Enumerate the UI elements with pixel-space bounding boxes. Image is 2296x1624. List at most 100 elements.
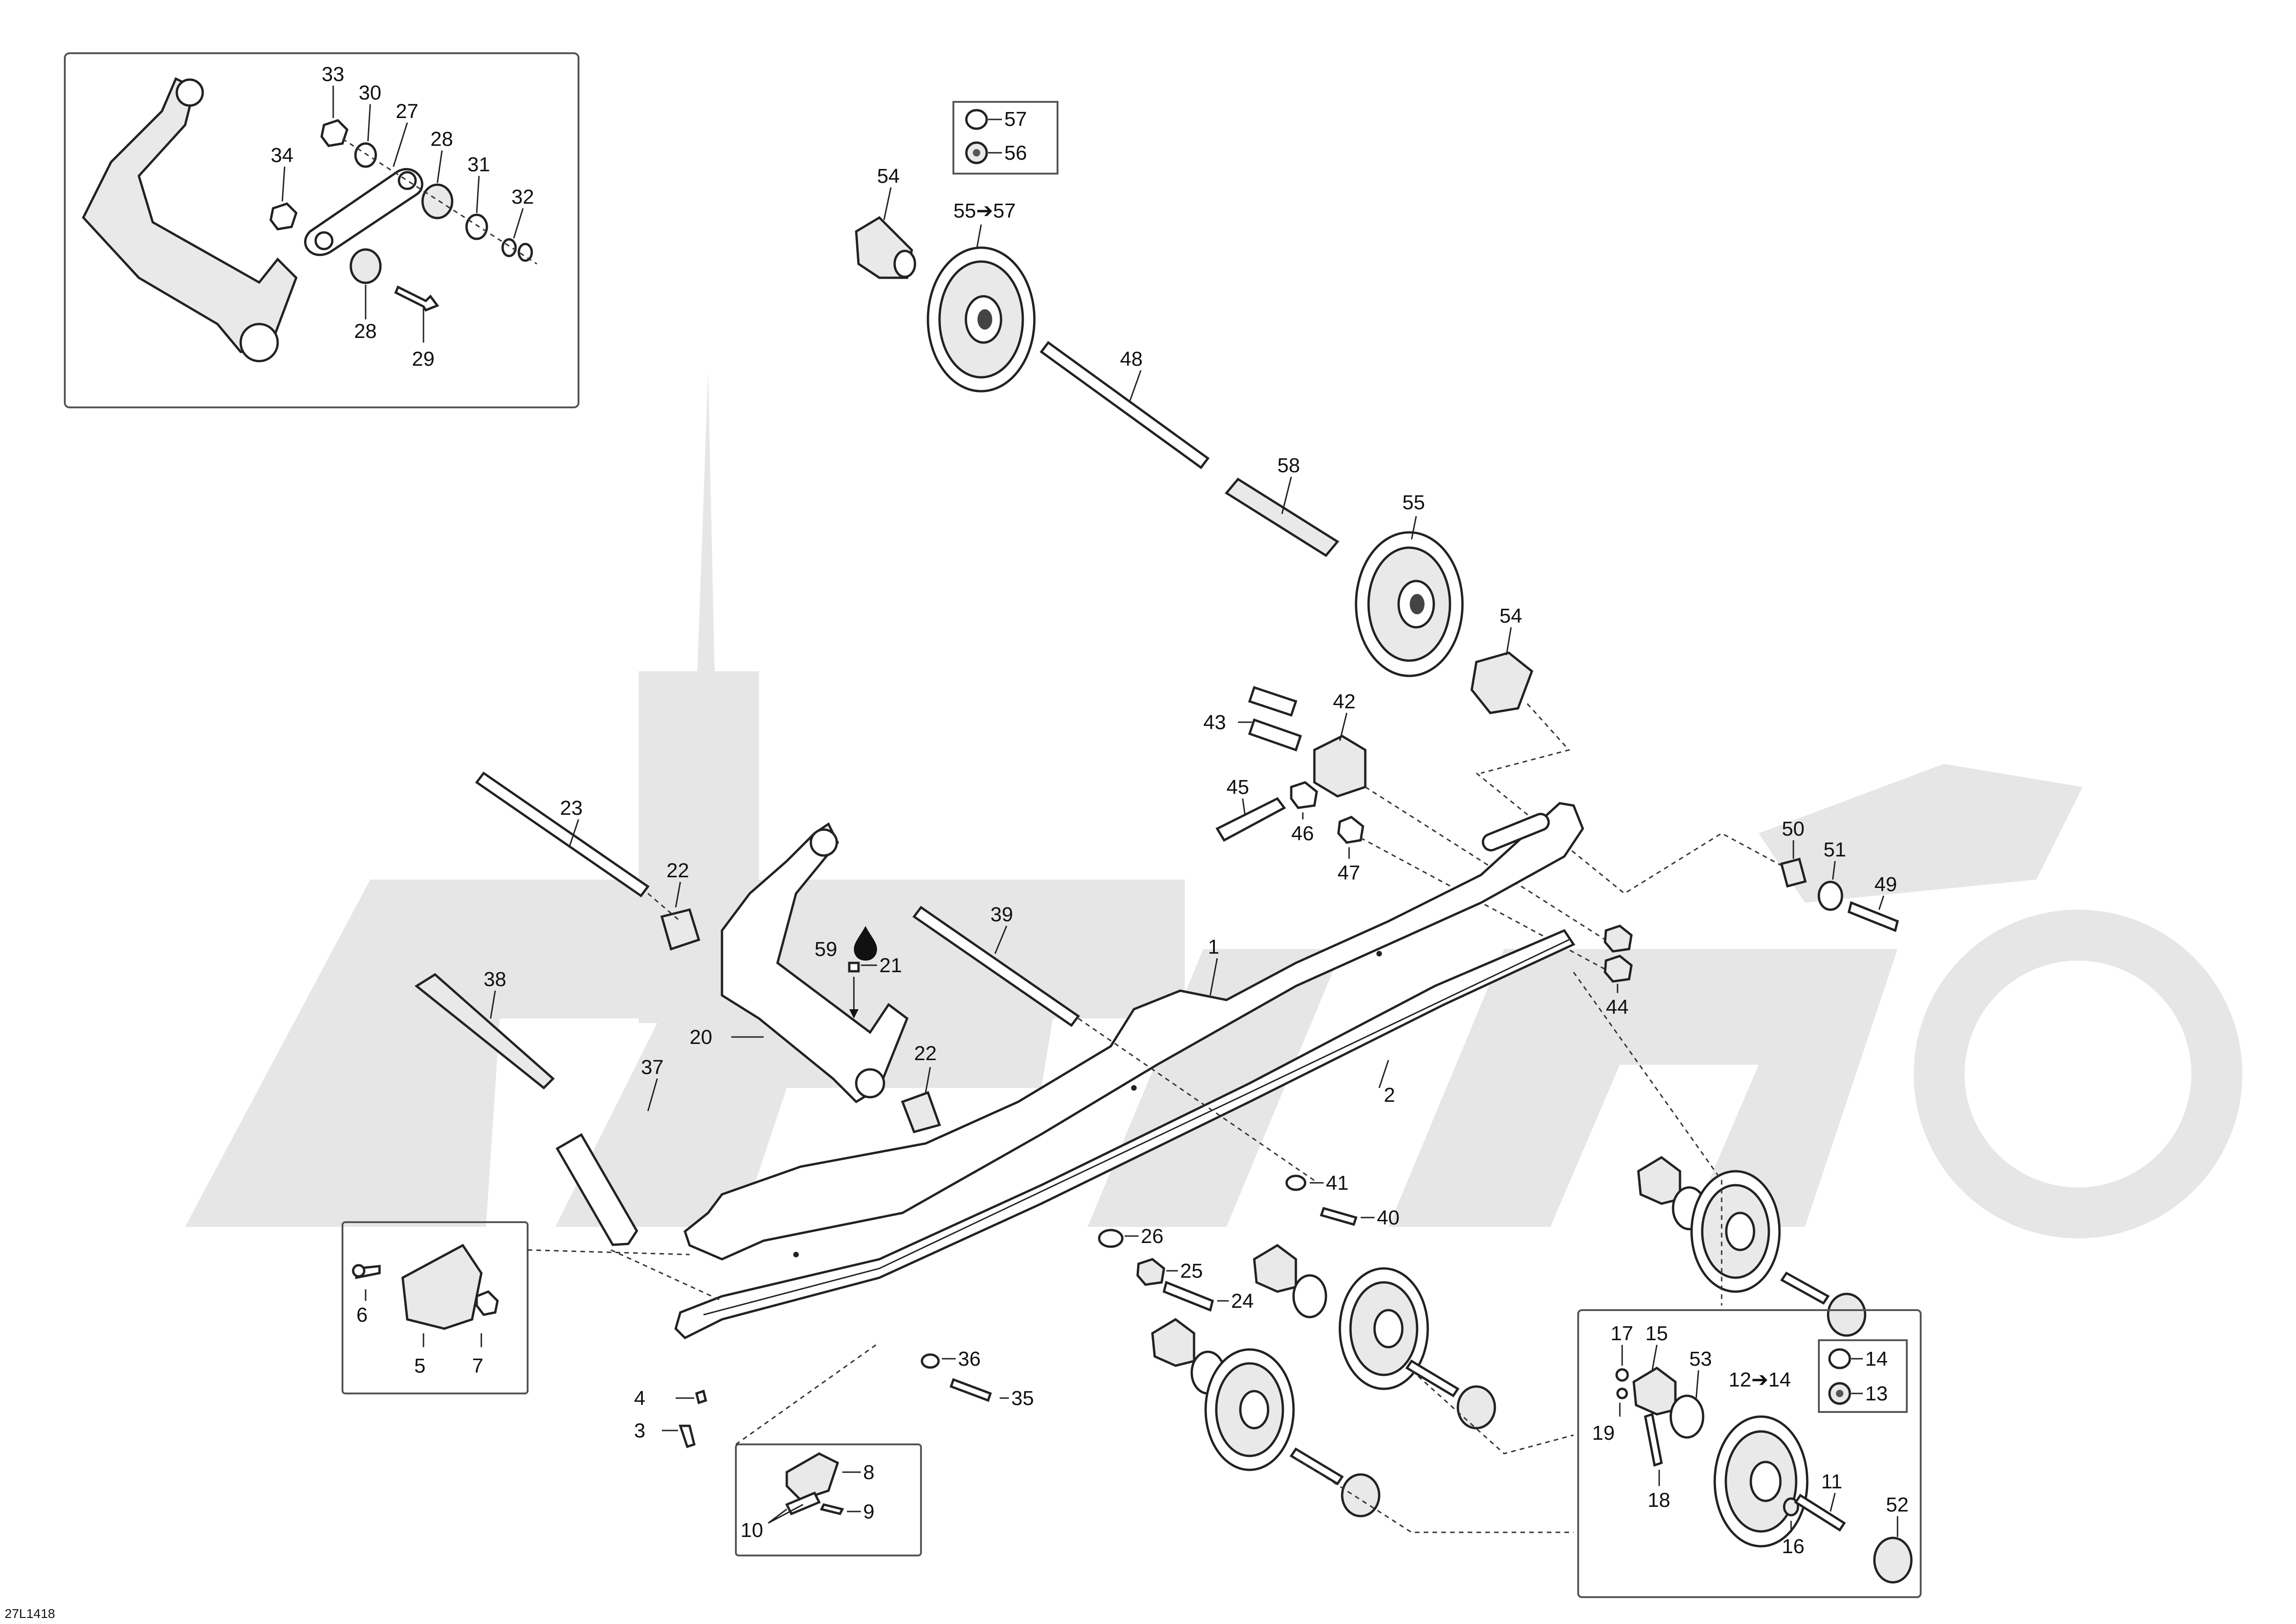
label-5: 5 [414, 1355, 425, 1377]
inset-bearing-28a [421, 183, 454, 219]
label-55: 55 [1402, 491, 1425, 514]
stopper-8 [785, 1452, 840, 1501]
oil-drop-icon [854, 926, 877, 961]
label-13: 13 [1865, 1382, 1888, 1405]
label-17: 17 [1611, 1322, 1633, 1345]
label-29: 29 [412, 348, 435, 370]
inset-washer-32a [501, 238, 517, 257]
rail-assembly: 1 2 [674, 802, 1584, 1340]
rail-1 [684, 802, 1584, 1261]
label-53: 53 [1689, 1348, 1712, 1370]
idler-wheel-rear [1690, 1170, 1781, 1293]
inset-washer-32b [517, 243, 533, 262]
label-44: 44 [1606, 996, 1629, 1018]
label-54: 54 [1500, 605, 1522, 627]
inset-box: 33 30 27 28 34 31 32 28 29 [64, 52, 579, 408]
block-42 [1313, 735, 1367, 798]
inset-bolt-29 [394, 285, 439, 312]
label-59: 59 [815, 938, 837, 961]
label-35: 35 [1011, 1387, 1034, 1410]
axle-block-54-lower [1470, 651, 1533, 714]
label-26: 26 [1141, 1225, 1164, 1248]
idler-wheel-12 [1713, 1415, 1809, 1548]
label-56: 56 [1004, 142, 1027, 164]
pin-9 [820, 1503, 844, 1515]
label-33: 33 [322, 63, 344, 86]
label-18: 18 [1648, 1489, 1670, 1512]
swing-arm-20 [721, 822, 909, 1104]
label-46: 46 [1291, 822, 1314, 845]
label-6: 6 [356, 1304, 367, 1326]
nut-25 [1136, 1258, 1165, 1286]
inset-washer-31 [465, 213, 488, 240]
screw-4 [695, 1389, 707, 1405]
bolt-43a [1248, 686, 1298, 717]
label-3: 3 [634, 1419, 645, 1442]
inset-washer-30 [354, 142, 377, 168]
label-21: 21 [879, 954, 902, 977]
label-15: 15 [1645, 1322, 1668, 1345]
label-32: 32 [511, 186, 534, 208]
label-38: 38 [484, 968, 506, 991]
shaft-23 [475, 771, 650, 898]
nut-44a [1604, 924, 1633, 953]
label-51: 51 [1823, 838, 1846, 861]
nut-7 [475, 1290, 499, 1316]
label-55-57: 55➔57 [953, 200, 1016, 222]
grease-fitting-21 [848, 962, 860, 973]
label-34: 34 [271, 144, 293, 167]
bolt-49 [1848, 901, 1899, 932]
label-2: 2 [1384, 1084, 1395, 1106]
inset-box-rear-idler: 17 15 53 12➔14 14 13 19 18 16 [1577, 1309, 1922, 1598]
label-12-14: 12➔14 [1729, 1368, 1791, 1391]
label-24: 24 [1231, 1290, 1254, 1312]
idler-wheel-55-upper [927, 246, 1036, 393]
label-48: 48 [1120, 348, 1143, 370]
nut-44b [1604, 955, 1633, 983]
inset-box-stopper: 8 10 9 [735, 1342, 922, 1556]
bolt-11 [1794, 1493, 1846, 1532]
shaft-38 [414, 973, 555, 1090]
front-arm-assembly: 23 22 20 39 59 21 22 38 37 [414, 771, 1315, 1302]
label-58: 58 [1277, 454, 1300, 477]
label-57: 57 [1004, 108, 1027, 131]
watermark [185, 370, 2242, 1238]
label-30: 30 [359, 81, 381, 104]
bushing-22a [660, 908, 701, 951]
label-20: 20 [690, 1026, 712, 1049]
label-4: 4 [634, 1387, 645, 1410]
label-10: 10 [740, 1519, 763, 1542]
diagram-id: 27L1418 [5, 1606, 55, 1621]
label-14: 14 [1865, 1348, 1888, 1370]
bolt-35 [949, 1378, 992, 1402]
bolt-45 [1215, 797, 1286, 842]
label-19: 19 [1592, 1422, 1615, 1444]
upper-idler-assembly: 54 55➔57 48 58 55 54 [855, 165, 1570, 774]
label-1: 1 [1208, 936, 1219, 958]
plate-50 [1780, 857, 1807, 888]
inset-link-plate [304, 168, 423, 256]
inset-nut-34 [269, 202, 298, 231]
label-41: 41 [1326, 1172, 1349, 1194]
idler-wheel-mid-upper [1338, 1267, 1429, 1390]
idler-wheel-55-lower [1355, 531, 1464, 677]
label-8: 8 [863, 1461, 874, 1484]
idler-wheel-mid-lower [1204, 1348, 1295, 1471]
label-22: 22 [914, 1042, 937, 1065]
label-42: 42 [1333, 690, 1356, 713]
rear-hardware: 50 51 49 44 [1476, 772, 1899, 1018]
label-40: 40 [1377, 1206, 1400, 1229]
bushing-22b [901, 1091, 941, 1134]
label-11: 11 [1821, 1470, 1842, 1493]
shaft-48 [1039, 341, 1210, 469]
label-50: 50 [1782, 818, 1804, 840]
shoe-5 [401, 1243, 483, 1330]
label-9: 9 [863, 1500, 874, 1523]
label-31: 31 [467, 153, 490, 176]
label-23: 23 [560, 797, 583, 819]
shaft-37 [555, 1133, 638, 1246]
label-39: 39 [990, 903, 1013, 926]
label-52: 52 [1886, 1493, 1909, 1516]
axle-block-15 [1632, 1366, 1677, 1416]
